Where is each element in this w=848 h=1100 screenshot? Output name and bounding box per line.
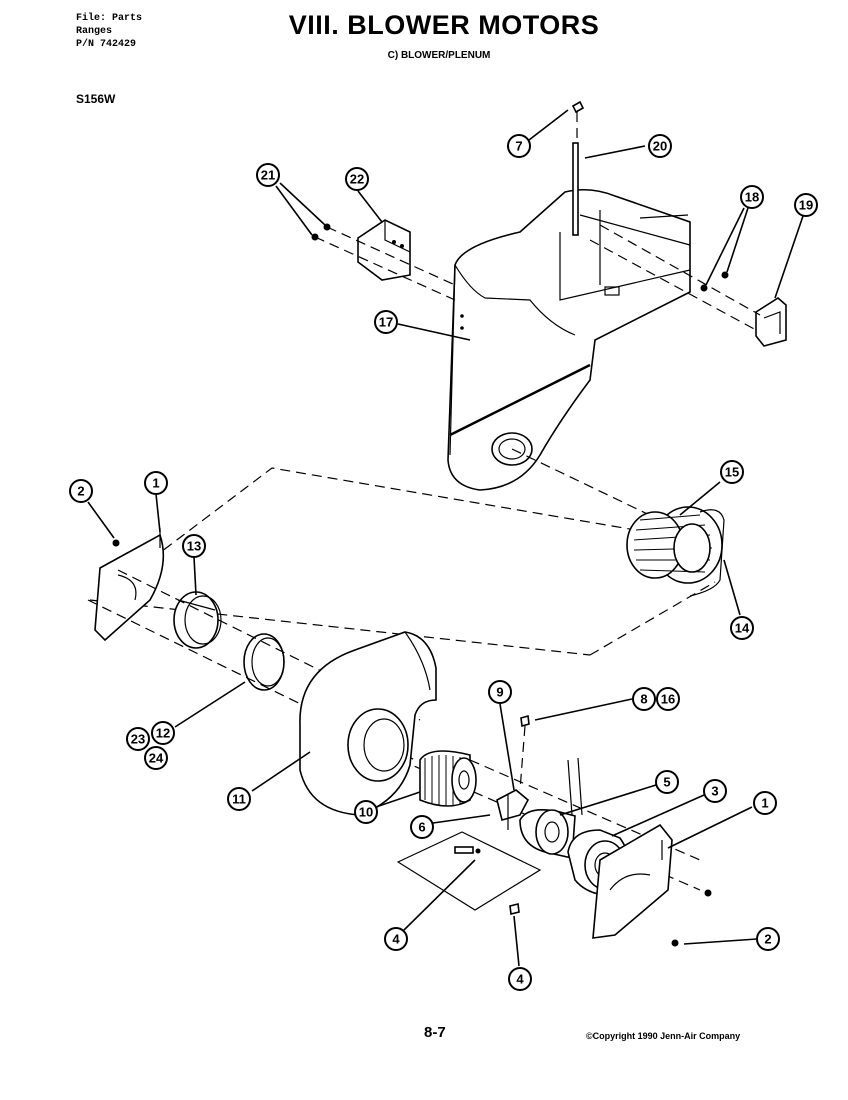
callout-7: 7 [507,134,531,158]
callout-12: 12 [151,721,175,745]
callout-2-upper-label: 2 [77,484,84,499]
callout-9-label: 9 [496,685,503,700]
callout-19-label: 19 [799,198,813,213]
callout-17: 17 [374,310,398,334]
callout-5-label: 5 [663,775,670,790]
part-number-line: P/N 742429 [76,39,137,50]
clamp-part-9 [496,789,530,830]
callout-24-label: 24 [149,751,164,766]
mount-plate-left [94,528,165,642]
callout-14-label: 14 [735,621,750,636]
callout-11: 11 [227,787,251,811]
leader-lines [87,109,804,967]
rod-part-20 [572,142,579,236]
callout-10-label: 10 [359,805,373,820]
callout-19: 19 [794,193,818,217]
callout-1-left: 1 [144,471,168,495]
callout-1-right: 1 [753,791,777,815]
callout-4-left-label: 4 [392,932,400,947]
callout-3-label: 3 [711,784,718,799]
copyright-notice: ©Copyright 1990 Jenn-Air Company [586,1031,741,1041]
file-line: File: Parts [76,13,143,24]
ring-part-12 [243,633,285,691]
callout-8-label: 8 [640,692,647,707]
screw-part-8 [519,714,530,791]
callout-2-lower-label: 2 [764,932,771,947]
callout-18-label: 18 [745,190,759,205]
callout-10: 10 [354,800,378,824]
blower-housing-part-11 [299,631,437,816]
plenum-part [447,188,691,491]
base-plate-part-4 [396,831,542,911]
callout-5: 5 [655,770,679,794]
screws-part-18 [700,271,729,292]
callout-13: 13 [182,534,206,558]
callout-15: 15 [720,460,744,484]
callout-16-label: 16 [661,692,675,707]
callout-1-right-label: 1 [761,796,768,811]
screws-part-21 [311,223,331,241]
callout-21-label: 21 [261,168,275,183]
callout-4-bottom: 4 [508,967,532,991]
callout-15-label: 15 [725,465,739,480]
callout-6: 6 [410,815,434,839]
callout-18: 18 [740,185,764,209]
callout-20: 20 [648,134,672,158]
ring-part-13 [173,591,222,649]
callout-8: 8 [632,687,656,711]
screw-part-4-lower [509,903,520,915]
callout-21: 21 [256,163,280,187]
callout-20-label: 20 [653,139,667,154]
callout-9: 9 [488,680,512,704]
callout-4-bottom-label: 4 [516,972,524,987]
coupler-part-15 [626,506,725,597]
page-subtitle: C) BLOWER/PLENUM [387,50,491,61]
callout-14: 14 [730,616,754,640]
page-title: VIII. BLOWER MOTORS [288,10,600,40]
ranges-line: Ranges [76,26,113,37]
callout-2-upper: 2 [69,479,93,503]
callout-4-left: 4 [384,927,408,951]
callout-16: 16 [656,687,680,711]
mount-plate-right [592,823,673,939]
page-number: 8-7 [424,1024,446,1041]
bracket-part-19 [755,297,787,347]
callout-23-label: 23 [131,732,145,747]
callout-23: 23 [126,727,150,751]
callout-12-label: 12 [156,726,170,741]
callout-11-label: 11 [232,792,246,807]
motor-part-5 [519,757,583,859]
callout-3: 3 [703,779,727,803]
blower-wheel-part-10 [419,750,477,807]
callout-24: 24 [144,746,168,770]
callout-7-label: 7 [515,139,522,154]
callout-17-label: 17 [379,315,393,330]
callout-1-left-label: 1 [152,476,159,491]
callout-2-lower: 2 [756,927,780,951]
callout-22-label: 22 [350,172,364,187]
bracket-part-22 [357,219,411,281]
callout-22: 22 [345,167,369,191]
callout-6-label: 6 [418,820,425,835]
callout-13-label: 13 [187,539,201,554]
file-info: File: Parts Ranges P/N 742429 [76,12,142,51]
model-number: S156W [76,92,116,106]
screws-part-2-lower [671,889,712,947]
